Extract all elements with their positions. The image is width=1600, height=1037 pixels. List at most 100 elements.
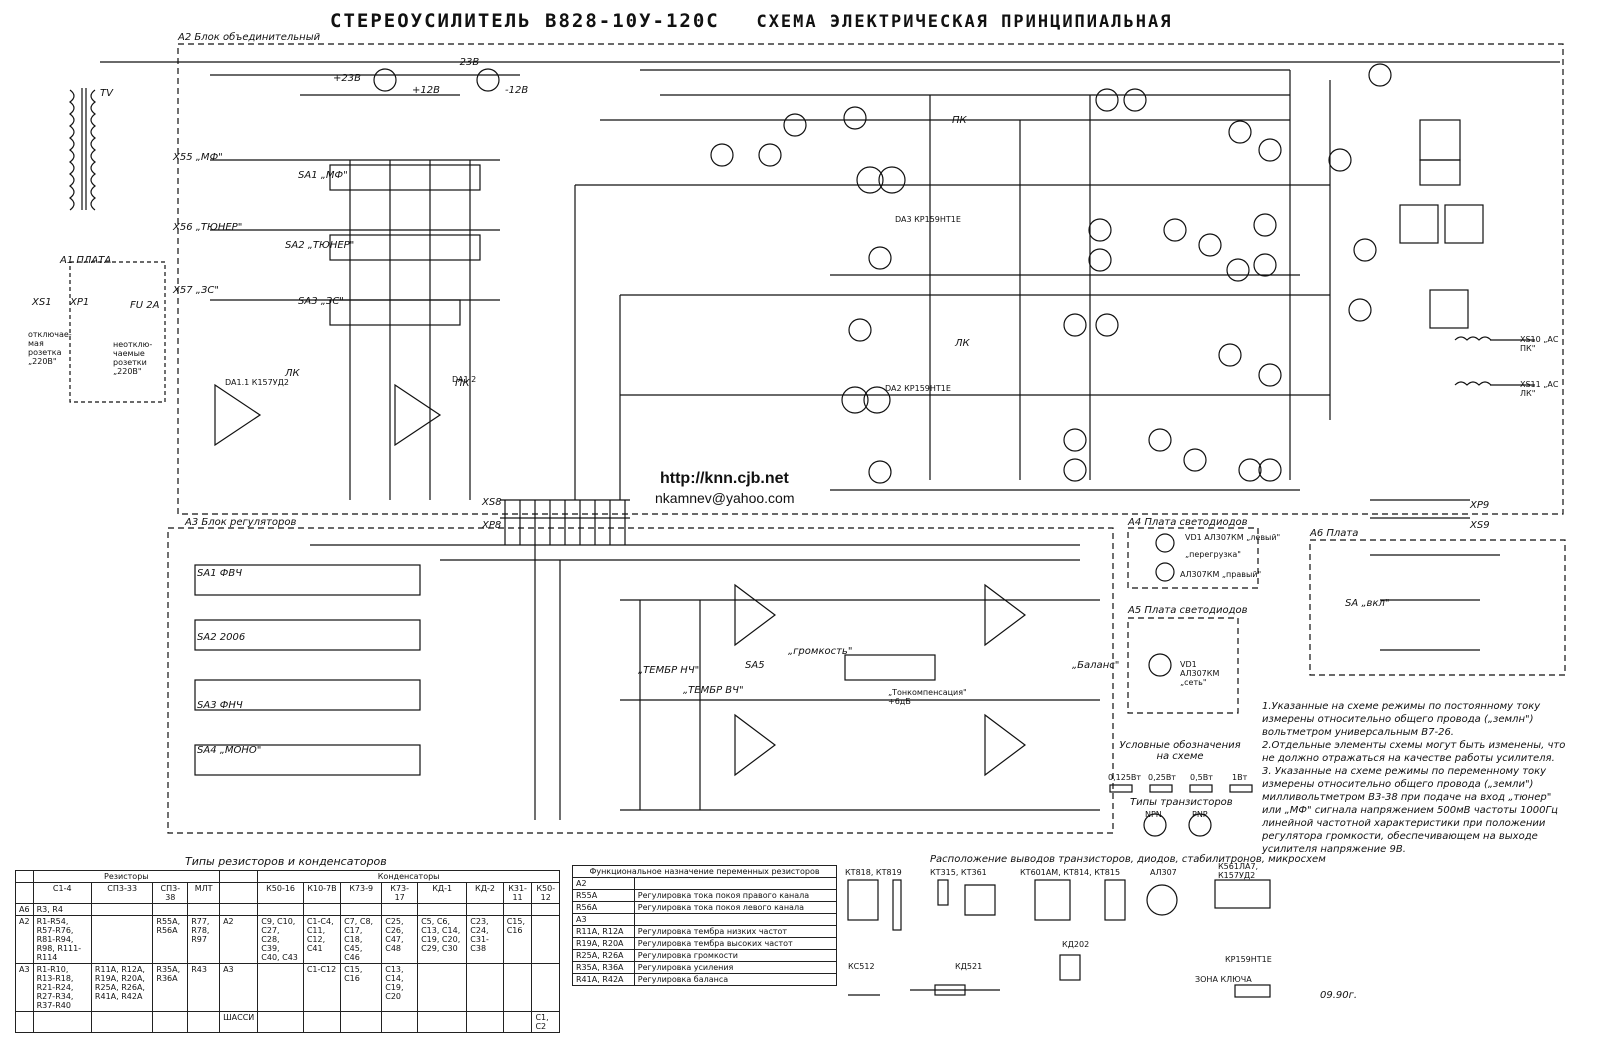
rc-col: К73-9 <box>340 882 383 904</box>
legend-npn: NPN <box>1145 810 1162 819</box>
label-xs56: X56 „ТЮНЕР" <box>173 222 243 233</box>
rc-col: СП3-33 <box>90 882 154 904</box>
transformer-secondary <box>90 89 96 211</box>
label-pk-upper: ПК <box>952 115 967 126</box>
label-xs8: XS8 <box>482 497 502 508</box>
note-3: 3. Указанные на схеме режимы по переменн… <box>1262 766 1558 855</box>
label-p12: +12В <box>412 85 440 96</box>
web-url: http://knn.cjb.net <box>660 470 789 487</box>
label-da2: DA2 КР159НТ1Е <box>885 384 951 393</box>
label-sa2-2006: SA2 2006 <box>197 632 246 643</box>
title-main: СТЕРЕОУСИЛИТЕЛЬ В828-10У-120С <box>330 10 720 32</box>
label-da11: DA1.1 К157УД2 <box>225 378 289 387</box>
rc-col: СП3-38 <box>152 882 189 904</box>
legend-res-1: 1Вт <box>1232 773 1248 782</box>
rc-col <box>15 882 34 904</box>
rc-group-capacitors: Конденсаторы <box>257 870 560 883</box>
block-a2-border <box>177 43 1564 515</box>
label-fuse: FU 2А <box>130 300 160 311</box>
label-sa3-fnch: SA3 ФНЧ <box>197 700 243 711</box>
pinout-kt315: КТ315, КТ361 <box>930 868 987 877</box>
block-a6-label: А6 Плата <box>1310 528 1359 539</box>
label-socket-switched: отключае- мая розетка „220В" <box>28 330 72 366</box>
note-1: 1.Указанные на схеме режимы по постоянно… <box>1262 701 1541 738</box>
web-email: nkamnev@yahoo.com <box>655 490 795 506</box>
rc-col: С1-4 <box>32 882 92 904</box>
label-sa2: SA2 „ТЮНЕР" <box>285 240 355 251</box>
pinout-title: Расположение выводов транзисторов, диодо… <box>930 854 1326 865</box>
legend-res-05: 0,5Вт <box>1190 773 1213 782</box>
label-xs57: X57 „ЗС" <box>173 285 219 296</box>
label-balance: „Баланс" <box>1072 660 1120 671</box>
block-a4-label: А4 Плата светодиодов <box>1128 517 1248 528</box>
label-xp8: XP8 <box>482 520 502 531</box>
block-a6-border <box>1309 539 1566 676</box>
label-vd1-left: VD1 АЛ307КМ „левый" <box>1185 533 1281 542</box>
opamp-a3-da11 <box>734 583 776 647</box>
legend-title: Условные обозначения на схеме <box>1119 740 1241 762</box>
label-p23: +23В <box>333 73 361 84</box>
label-da3: DA3 КР159НТ1Е <box>895 215 961 224</box>
legend-pnp: PNP <box>1192 810 1208 819</box>
block-a3-border <box>167 527 1114 834</box>
label-overload: „перегрузка" <box>1185 550 1241 559</box>
legend-res-025: 0,25Вт <box>1148 773 1176 782</box>
label-xs9: XS9 <box>1470 520 1490 531</box>
label-sa-vkl: SA „вкл" <box>1345 598 1390 609</box>
page-title: СТЕРЕОУСИЛИТЕЛЬ В828-10У-120С СХЕМА ЭЛЕК… <box>330 10 1330 32</box>
label-tone-hf: „ТЕМБР ВЧ" <box>683 685 744 696</box>
rc-col: К50-16 <box>257 882 304 904</box>
table-row: А3 <box>572 913 838 926</box>
rc-col: К73-17 <box>381 882 419 904</box>
rc-table-caption: Типы резисторов и конденсаторов <box>185 855 387 868</box>
label-xs10: XS10 „АС ПК" <box>1520 335 1559 353</box>
label-xs11: XS11 „АС ЛК" <box>1520 380 1559 398</box>
rc-col: МЛТ <box>187 882 221 904</box>
opamp-da11 <box>214 383 262 447</box>
table-row: А2 <box>572 877 838 890</box>
pinout-kd202: КД202 <box>1062 940 1090 949</box>
opamp-a3-da21 <box>984 583 1026 647</box>
rc-col: К50-12 <box>531 882 560 904</box>
note-2: 2.Отдельные элементы схемы могут быть из… <box>1262 740 1566 764</box>
label-xs55: X55 „МФ" <box>173 152 223 163</box>
label-lk-left: ЛК <box>285 368 300 379</box>
label-da12: DA1.2 <box>452 375 477 384</box>
notes: 1.Указанные на схеме режимы по постоянно… <box>1262 700 1572 856</box>
title-sub: СХЕМА ЭЛЕКТРИЧЕСКАЯ ПРИНЦИПИАЛЬНАЯ <box>756 12 1173 32</box>
pinout-k561: К561ЛА7, К157УД2 <box>1218 862 1259 880</box>
block-a1-border <box>69 261 166 403</box>
label-lk-lower: ЛК <box>955 338 970 349</box>
label-sa4-mono: SA4 „МОНО" <box>197 745 262 756</box>
rc-group-resistors: Резисторы <box>32 870 221 883</box>
pinout-ks512: КС512 <box>848 962 875 971</box>
rc-table: Резисторы Конденсаторы С1-4 СП3-33 СП3-3… <box>15 870 560 1033</box>
label-volume: „громкость" <box>788 646 853 657</box>
rc-col: КД-2 <box>466 882 504 904</box>
label-sa1-fvch: SA1 ФВЧ <box>197 568 243 579</box>
rc-col <box>219 882 259 904</box>
label-xp1: XP1 <box>70 297 90 308</box>
label-m12: -12В <box>505 85 529 96</box>
pinout-kt601: КТ601АМ, КТ814, КТ815 <box>1020 868 1121 877</box>
transformer-primary <box>69 89 75 211</box>
block-a5-label: А5 Плата светодиодов <box>1128 605 1248 616</box>
block-a3-label: А3 Блок регуляторов <box>185 517 297 528</box>
block-a4-border <box>1127 527 1259 589</box>
drawing-date: 09.90г. <box>1320 990 1358 1001</box>
label-tv: TV <box>100 88 113 99</box>
rc-col: КД-1 <box>417 882 468 904</box>
rc-col: К10-7В <box>302 882 342 904</box>
opamp-a3-da22 <box>984 713 1026 777</box>
